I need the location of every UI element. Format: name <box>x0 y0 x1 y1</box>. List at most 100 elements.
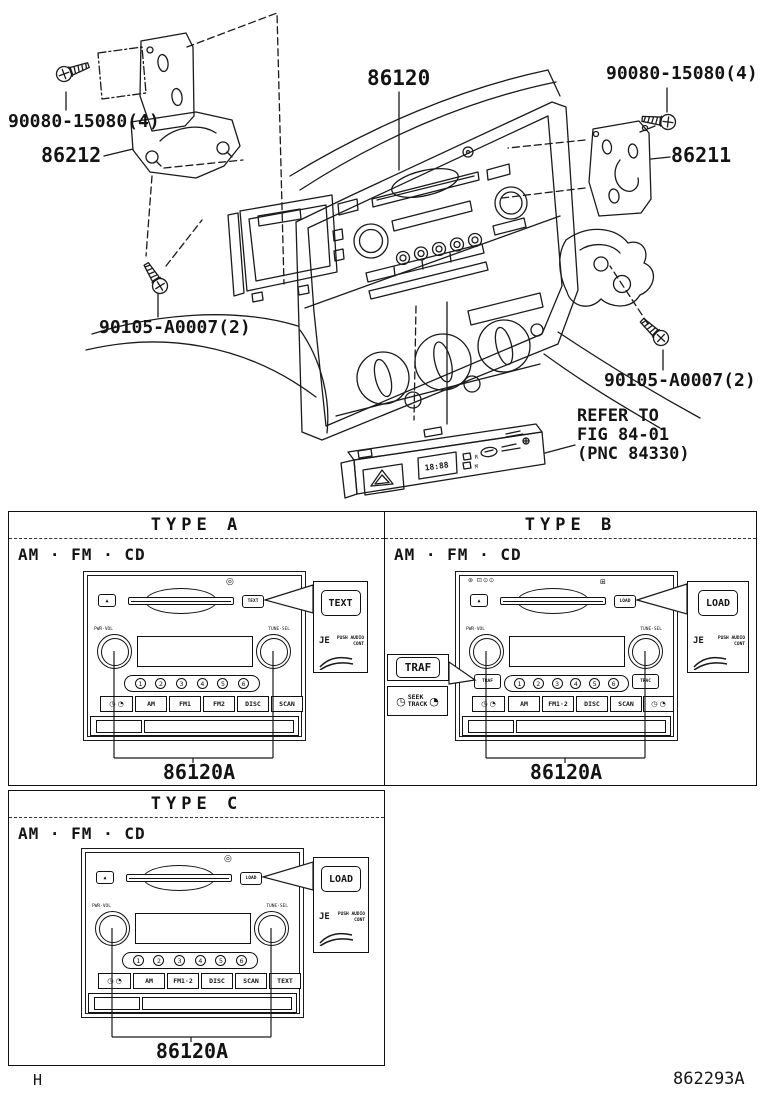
seek-label: SEEK <box>407 693 424 701</box>
label-90080-right: 90080-15080(4) <box>606 63 758 84</box>
preset-number: 1 <box>134 678 146 689</box>
knob-label-right: TUNE·SEL <box>266 904 288 909</box>
vehicle-icon <box>480 446 498 458</box>
exploded-diagram-art: 18:88 R M <box>53 12 701 499</box>
tune-knob <box>628 634 663 669</box>
lower-slot-right <box>142 997 292 1010</box>
function-button: SCAN <box>235 973 267 989</box>
screw-icon <box>640 110 678 132</box>
note-line: CONT <box>354 917 365 923</box>
part-number-86120A: 86120A <box>162 760 236 784</box>
preset-number: 1 <box>513 678 525 689</box>
band-label: AM · FM · CD <box>18 824 146 843</box>
screw-icon <box>636 314 673 350</box>
preset-number: 4 <box>570 678 582 689</box>
track-label: TRACK <box>407 700 428 708</box>
label-90105-left: 90105-A0007(2) <box>99 317 251 338</box>
note-line: CONT <box>353 641 364 647</box>
audio-note-glyph: JE <box>693 636 704 646</box>
indicator-r-label: R <box>474 454 479 460</box>
indicator-m-label: M <box>474 464 479 470</box>
preset-number: 3 <box>176 678 188 689</box>
function-button: TEXT <box>269 973 301 989</box>
preset-number: 6 <box>608 678 620 689</box>
swoosh-arrow-icon <box>319 932 354 946</box>
bracket-86211-art <box>559 120 654 307</box>
text-button-callout: TEXT <box>320 590 361 616</box>
band-label: AM · FM · CD <box>394 545 522 564</box>
label-90105-right: 90105-A0007(2) <box>604 370 756 391</box>
preset-number: 4 <box>194 955 206 966</box>
lower-slot <box>88 993 297 1013</box>
preset-number: 2 <box>153 955 165 966</box>
preset-number: 5 <box>215 955 227 966</box>
refer-line: (PNC 84330) <box>577 444 690 464</box>
cd-slot <box>128 597 234 605</box>
load-button-callout: LOAD <box>698 590 738 616</box>
lower-slot-right <box>516 720 666 733</box>
tune-knob <box>254 911 289 946</box>
dash-outline <box>85 69 701 434</box>
knob-label-right: TUNE·SEL <box>640 627 662 632</box>
preset-number: 4 <box>196 678 208 689</box>
preset-number: 5 <box>217 678 229 689</box>
load-button-small: LOAD <box>614 595 636 608</box>
function-button: DISC <box>237 696 269 712</box>
note-line: CONT <box>734 641 745 647</box>
label-90080-left: 90080-15080(4) <box>8 111 160 132</box>
function-button: FM1·2 <box>542 696 574 712</box>
label-refer-note: REFER TO FIG 84-01 (PNC 84330) <box>577 407 690 464</box>
radio-display <box>509 636 625 667</box>
panel-type-c: TYPE C AM · FM · CD ▲ ◎ LOAD PWR·VOL TUN… <box>8 790 385 1066</box>
knob-label-right: TUNE·SEL <box>268 627 290 632</box>
lower-slot-left <box>468 720 514 733</box>
power-volume-knob <box>95 911 130 946</box>
function-button: AM <box>508 696 540 712</box>
hazard-button-icon <box>362 463 405 496</box>
eject-button: ▲ <box>470 594 488 607</box>
part-number-86120A: 86120A <box>155 1039 229 1063</box>
traf-button-small: TRAF <box>474 674 501 689</box>
function-button: FM2 <box>203 696 235 712</box>
knob-label-left: PWR·VOL <box>466 627 485 632</box>
audio-note-glyph: JE <box>319 912 330 922</box>
function-button: SCAN <box>271 696 303 712</box>
panel-title: TYPE B <box>385 512 756 539</box>
clock-set-icons-right: ◷ ◔ <box>643 696 674 712</box>
audio-note-glyph: JE <box>319 636 330 646</box>
panel-type-b: TYPE B AM · FM · CD ⊛ ⊡⊙⊙ ⊞ ▲ LOAD PWR·V… <box>384 511 757 786</box>
note-line: PUSH AUDIO <box>337 912 365 917</box>
label-86120: 86120 <box>367 66 431 90</box>
power-volume-knob <box>469 634 504 669</box>
cd-changer-icons: ⊛ ⊡⊙⊙ <box>468 577 496 584</box>
label-86212: 86212 <box>41 143 102 167</box>
part-number-86120A: 86120A <box>529 760 603 784</box>
function-button: FM1 <box>169 696 201 712</box>
bracket-86212-art <box>97 32 241 179</box>
knob-label-left: PWR·VOL <box>94 627 113 632</box>
lower-slot-left <box>96 720 142 733</box>
function-button: SCAN <box>610 696 642 712</box>
power-volume-knob <box>97 634 132 669</box>
preset-number: 3 <box>174 955 186 966</box>
function-button: FM1·2 <box>167 973 199 989</box>
footer-page-letter: H <box>33 1071 43 1089</box>
load-button-callout: LOAD <box>321 866 361 892</box>
footer-figure-number: 862293A <box>673 1069 745 1089</box>
cd-slot <box>126 874 232 882</box>
panel-title: TYPE A <box>9 512 384 539</box>
lower-slot <box>90 716 299 736</box>
lower-slot <box>462 716 671 736</box>
preset-number: 2 <box>532 678 544 689</box>
preset-number: 5 <box>589 678 601 689</box>
deck-icon: ⊞ <box>600 578 606 586</box>
